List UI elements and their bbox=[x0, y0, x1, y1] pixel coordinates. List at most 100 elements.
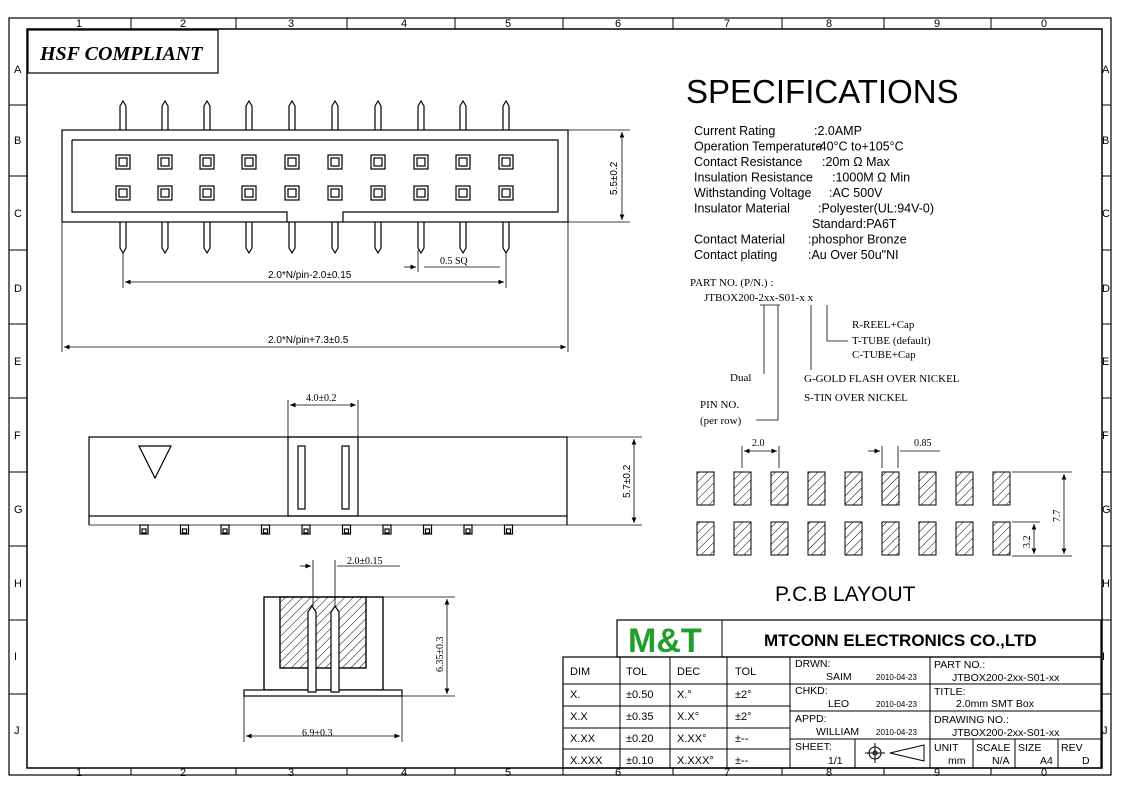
tol-cell: ±-- bbox=[735, 755, 749, 767]
tol-cell: X.X bbox=[570, 711, 588, 723]
top-pin bbox=[502, 99, 510, 130]
end-view bbox=[243, 560, 455, 742]
contact-hole-inner bbox=[458, 188, 468, 198]
frame-col-label: 7 bbox=[724, 18, 730, 30]
contact-hole-inner bbox=[373, 188, 383, 198]
pcb-pad bbox=[955, 521, 974, 556]
tol-cell: X.XXX° bbox=[677, 755, 714, 767]
contact-hole bbox=[327, 185, 343, 201]
bottom-pin bbox=[459, 222, 467, 255]
contact-hole-inner bbox=[118, 157, 128, 167]
contact-hole bbox=[115, 185, 131, 201]
pcb-pad bbox=[881, 521, 900, 556]
tol-cell: X.XX bbox=[570, 733, 596, 745]
spec-label: Current Rating bbox=[694, 124, 775, 138]
contact-hole-inner bbox=[287, 157, 297, 167]
tol-header: TOL bbox=[735, 666, 756, 678]
rev-label: REV bbox=[1061, 742, 1083, 754]
tol-cell: ±2° bbox=[735, 711, 752, 723]
pcb-layout bbox=[696, 471, 1011, 556]
top-pin bbox=[245, 99, 253, 130]
contact-hole-inner bbox=[416, 188, 426, 198]
pcb-dims bbox=[741, 446, 1072, 557]
drawno-value: JTBOX200-2xx-S01-xx bbox=[952, 727, 1060, 739]
bottom-pin bbox=[374, 222, 382, 255]
title-value: 2.0mm SMT Box bbox=[956, 698, 1035, 710]
contact-hole bbox=[157, 154, 173, 170]
top-pin bbox=[331, 99, 339, 130]
frame-col-label: 8 bbox=[826, 18, 832, 30]
smt-pad-inner bbox=[181, 528, 188, 534]
drawno-label: DRAWING NO.: bbox=[934, 714, 1009, 726]
pcb-pad-height: 3.2 bbox=[1022, 536, 1033, 549]
tol-cell: ±0.10 bbox=[626, 755, 653, 767]
contact-hole bbox=[413, 154, 429, 170]
frame-col-label: 2 bbox=[180, 767, 186, 779]
bottom-pin bbox=[245, 222, 253, 255]
part-number-block: PART NO. (P/N.) : JTBOX200-2xx-S01-x x R… bbox=[690, 277, 960, 427]
pcb-pad bbox=[992, 471, 1011, 506]
contact-hole-inner bbox=[160, 157, 170, 167]
appd-date: 2010-04-23 bbox=[876, 728, 917, 737]
part-tin: S-TIN OVER NICKEL bbox=[804, 392, 908, 404]
pcb-pad bbox=[992, 521, 1011, 556]
tol-cell: ±-- bbox=[735, 733, 749, 745]
appd-name: WILLIAM bbox=[816, 726, 859, 738]
spec-label: Operation Temperature bbox=[694, 140, 822, 154]
tol-cell: X.XXX bbox=[570, 755, 603, 767]
pcb-pad bbox=[955, 471, 974, 506]
frame-row-label: H bbox=[14, 578, 22, 590]
dim-sq: 0.5 SQ bbox=[440, 256, 469, 267]
pcb-pad bbox=[770, 471, 789, 506]
top-pin bbox=[459, 99, 467, 130]
chkd-label: CHKD: bbox=[795, 685, 828, 697]
dim-total-length: 2.0*N/pin+7.3±0.5 bbox=[268, 335, 349, 346]
size-label: SIZE bbox=[1018, 742, 1041, 754]
pcb-pad bbox=[918, 521, 937, 556]
frame-row-label: G bbox=[14, 504, 23, 516]
size-value: A4 bbox=[1040, 755, 1053, 767]
frame-col-label: 5 bbox=[505, 767, 511, 779]
contact-hole-inner bbox=[287, 188, 297, 198]
spec-value: :phosphor Bronze bbox=[808, 233, 907, 247]
tol-cell: X.XX° bbox=[677, 733, 706, 745]
smt-pad-inner bbox=[465, 528, 471, 534]
contact-hole bbox=[370, 154, 386, 170]
frame-row-label: D bbox=[1102, 283, 1110, 295]
frame-ticks bbox=[9, 18, 1111, 775]
company-name: MTCONN ELECTRONICS CO.,LTD bbox=[764, 631, 1037, 650]
spec-label: Contact Material bbox=[694, 233, 785, 247]
tol-cell: ±0.50 bbox=[626, 689, 653, 701]
pcb-title: P.C.B LAYOUT bbox=[775, 583, 916, 606]
drwn-name: SAIM bbox=[826, 671, 852, 683]
frame-row-label: J bbox=[1102, 725, 1108, 737]
top-view bbox=[61, 99, 630, 352]
frame-col-label: 3 bbox=[288, 767, 294, 779]
frame-col-label: 3 bbox=[288, 18, 294, 30]
scale-label: SCALE bbox=[976, 742, 1010, 754]
top-pin bbox=[417, 99, 425, 130]
company-logo: M&T bbox=[628, 622, 702, 660]
contact-hole bbox=[498, 185, 514, 201]
hsf-badge: HSF COMPLIANT bbox=[39, 43, 203, 65]
tol-header: DIM bbox=[570, 666, 590, 678]
pcb-pad bbox=[696, 521, 715, 556]
chkd-name: LEO bbox=[828, 698, 849, 710]
contact-hole bbox=[157, 185, 173, 201]
frame-row-label: I bbox=[14, 651, 17, 663]
spec-label: Insulator Material bbox=[694, 202, 790, 216]
contact-hole-inner bbox=[118, 188, 128, 198]
tol-cell: X.° bbox=[677, 689, 692, 701]
bottom-pin bbox=[161, 222, 169, 255]
partno-label: PART NO.: bbox=[934, 659, 985, 671]
frame-row-label: A bbox=[14, 64, 22, 76]
frame-col-label: 0 bbox=[1041, 767, 1047, 779]
frame-row-label: H bbox=[1102, 578, 1110, 590]
frame-col-label: 6 bbox=[615, 18, 621, 30]
contact-hole bbox=[455, 154, 471, 170]
contact-hole-inner bbox=[244, 188, 254, 198]
sheet-label: SHEET: bbox=[795, 741, 832, 753]
contact-hole-inner bbox=[202, 188, 212, 198]
